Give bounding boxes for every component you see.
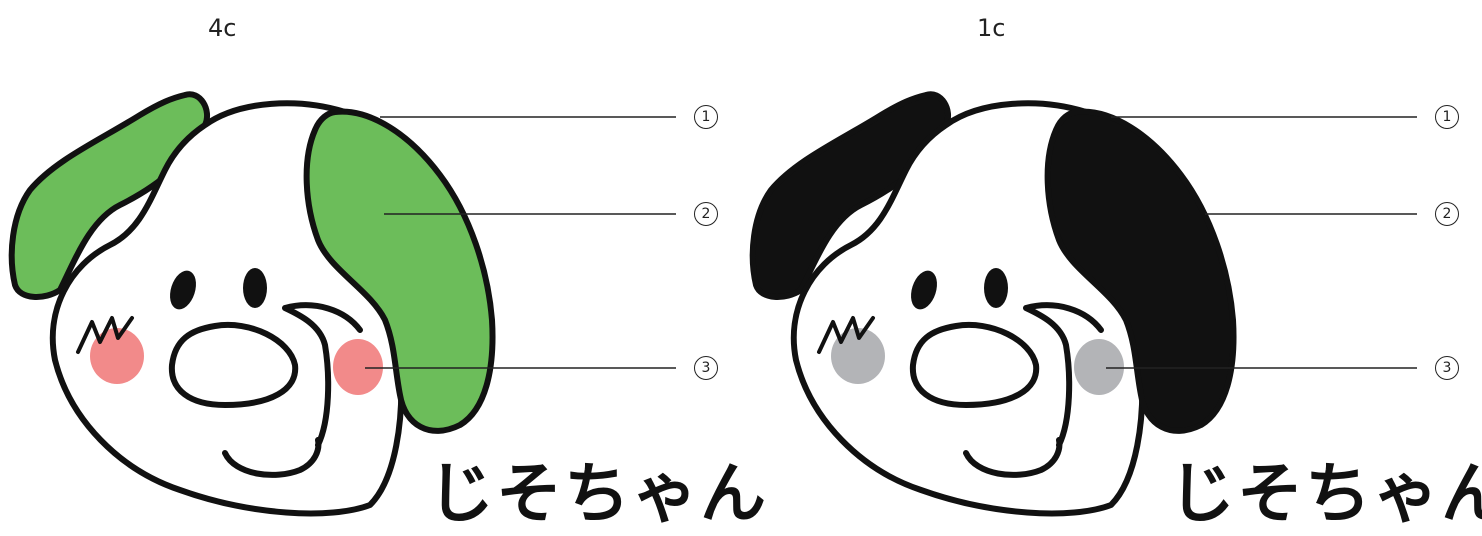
right-cheek xyxy=(333,339,383,395)
right-ear xyxy=(1044,108,1237,434)
variant-label: 4c xyxy=(208,14,237,42)
eyelash-squiggle xyxy=(817,316,875,354)
left-cheek xyxy=(831,328,885,384)
jowl-curl xyxy=(1023,302,1104,448)
mouth xyxy=(222,437,322,478)
left-cheek xyxy=(90,328,144,384)
left-eye xyxy=(911,270,937,310)
callout-number-1: 1 xyxy=(694,105,718,129)
callout-number-1: 1 xyxy=(1435,105,1459,129)
variant-label: 1c xyxy=(977,14,1006,42)
snout xyxy=(168,321,299,408)
callout-number-2: 2 xyxy=(694,202,718,226)
left-eye xyxy=(170,270,196,310)
variant-1c-panel: 1c 1 2 3 じそちゃん xyxy=(741,0,1482,532)
mascot-name: じそちゃん xyxy=(1169,455,1482,532)
eyelash-squiggle xyxy=(76,316,134,354)
mascot-illustration-4c xyxy=(8,91,676,517)
callout-number-3: 3 xyxy=(1435,356,1459,380)
jowl-curl xyxy=(282,302,363,448)
mascot-name: じそちゃん xyxy=(428,455,768,532)
right-cheek xyxy=(1074,339,1124,395)
callout-number-2: 2 xyxy=(1435,202,1459,226)
snout xyxy=(909,321,1040,408)
right-eye xyxy=(984,268,1008,308)
variant-4c-panel: 4c 1 2 3 じそちゃん xyxy=(0,0,766,532)
callout-number-3: 3 xyxy=(694,356,718,380)
right-ear xyxy=(303,108,496,434)
right-eye xyxy=(243,268,267,308)
mascot-illustration-1c xyxy=(749,91,1417,517)
mouth xyxy=(963,437,1063,478)
